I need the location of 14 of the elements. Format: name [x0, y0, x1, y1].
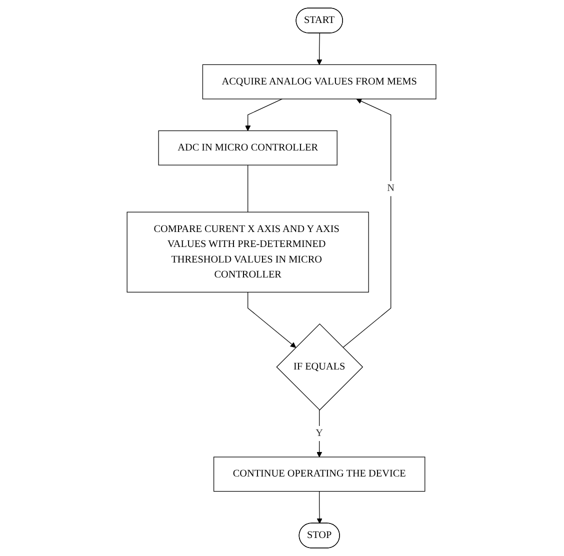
node-diamond: IF EQUALS [276, 324, 364, 410]
node-box: ADC IN MICRO CONTROLLER [158, 130, 338, 166]
arrow [317, 491, 323, 524]
arrow [246, 98, 283, 131]
arrow [317, 410, 323, 458]
arrow [343, 98, 392, 348]
node-box: CONTINUE OPERATING THE DEVICE [214, 456, 426, 492]
edge-label: N [388, 182, 395, 194]
edge-label: Y [316, 428, 324, 439]
node-box: ACQUIRE ANALOG VALUES FROM MEMS [202, 64, 437, 100]
arrow [317, 32, 323, 65]
arrow [248, 292, 296, 348]
node-box: COMPARE CURENT X AXIS AND Y AXIS VALUES WITH PRE-DETERMINED THRESHOLD VALUES IN MICRO CONTROLLER [127, 212, 370, 292]
connector [248, 164, 249, 212]
